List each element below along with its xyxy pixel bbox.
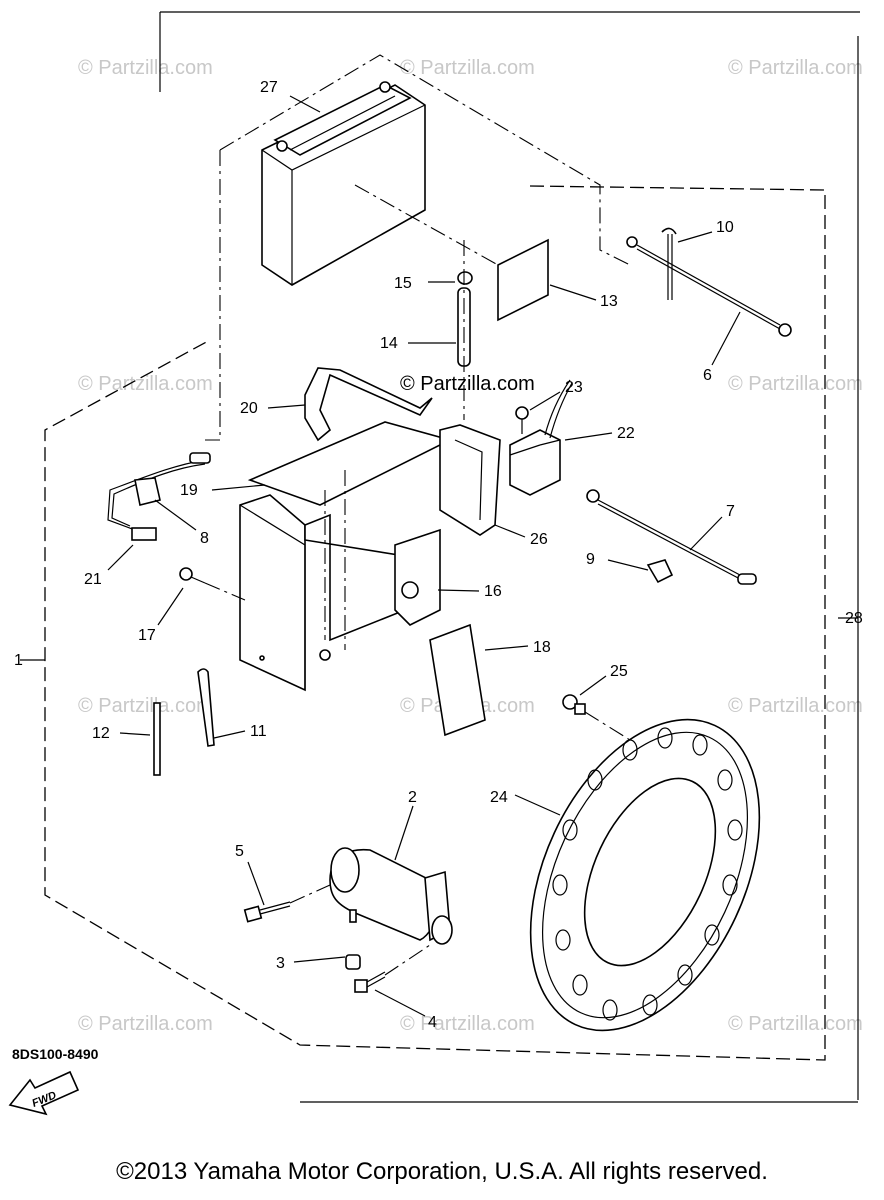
battery-sheet (247, 421, 453, 506)
callout-15: 15 (394, 275, 412, 292)
starter-bolt-long (243, 901, 291, 923)
battery-band (304, 367, 433, 442)
assembly-1-boundary (44, 185, 826, 1061)
pad-guide-line (354, 184, 499, 266)
watermark: © Partzilla.com (728, 695, 863, 717)
watermark: © Partzilla.com (400, 57, 535, 79)
callout-4: 4 (428, 1014, 437, 1031)
box-plate (429, 623, 486, 737)
callout-3: 3 (276, 955, 285, 972)
watermark: © Partzilla.com (400, 1013, 535, 1035)
watermark: © Partzilla.com (728, 373, 863, 395)
cable-holder (646, 559, 674, 584)
callout-20: 20 (240, 400, 258, 417)
callout-5: 5 (235, 843, 244, 860)
copyright-notice: ©2013 Yamaha Motor Corporation, U.S.A. A… (116, 1158, 768, 1185)
watermark: © Partzilla.com (728, 1013, 863, 1035)
callout-28: 28 (845, 610, 863, 627)
bolt-guide-line (584, 711, 631, 741)
watermark-center: © Partzilla.com (400, 373, 535, 395)
bolt-guide-line (289, 884, 331, 904)
callout-26: 26 (530, 531, 548, 548)
callout-1: 1 (14, 652, 23, 669)
battery-lead (107, 452, 211, 541)
box-bolt (179, 567, 206, 584)
figure-code: 8DS100-8490 (12, 1046, 99, 1062)
band-11 (197, 668, 215, 747)
battery-pad (497, 238, 549, 322)
assembly-28-frame (159, 11, 860, 1103)
battery-box (239, 494, 441, 692)
callout-16: 16 (484, 583, 502, 600)
battery-cable-minus (626, 236, 792, 337)
callout-25: 25 (610, 663, 628, 680)
callout-leaders (107, 95, 741, 1017)
relay-bolt (515, 406, 529, 434)
callouts: 27 15 14 13 10 6 20 23 22 19 8 26 7 9 21… (14, 79, 863, 1031)
callout-19: 19 (180, 482, 198, 499)
callout-21: 21 (84, 571, 102, 588)
callout-27: 27 (260, 79, 278, 96)
callout-6: 6 (703, 367, 712, 384)
watermark: © Partzilla.com (728, 57, 863, 79)
watermark: © Partzilla.com (78, 373, 213, 395)
bolt-guide-line (204, 582, 246, 601)
callout-12: 12 (92, 725, 110, 742)
callout-7: 7 (726, 503, 735, 520)
callout-9: 9 (586, 551, 595, 568)
starter-cable (586, 489, 757, 585)
callout-11: 11 (250, 723, 267, 740)
starter-motor (329, 847, 453, 945)
callout-17: 17 (138, 627, 156, 644)
callout-22: 22 (617, 425, 635, 442)
battery-group-outline (219, 54, 631, 266)
hose-clamp (457, 271, 473, 285)
bolt-guide-line (384, 944, 431, 976)
relay-cover (439, 424, 501, 536)
watermark: © Partzilla.com (78, 1013, 213, 1035)
band-12 (153, 702, 161, 776)
fwd-arrow-icon: FWD (8, 1070, 80, 1116)
callout-8: 8 (200, 530, 209, 547)
starter-wheel-gear (529, 718, 761, 1032)
starter-nut (345, 954, 361, 970)
starter-relay (509, 379, 573, 496)
callout-2: 2 (408, 789, 417, 806)
callout-14: 14 (380, 335, 398, 352)
watermark: © Partzilla.com (78, 695, 213, 717)
starter-bolt-short (354, 971, 386, 993)
starter-wheel-bolt (562, 694, 586, 715)
lead-holder (134, 477, 161, 506)
battery (261, 81, 426, 286)
callout-18: 18 (533, 639, 551, 656)
callout-13: 13 (600, 293, 618, 310)
battery-group-outline (205, 150, 221, 441)
callout-10: 10 (716, 219, 734, 236)
callout-23: 23 (565, 379, 583, 396)
watermark: © Partzilla.com (78, 57, 213, 79)
cable-band (661, 227, 677, 300)
callout-24: 24 (490, 789, 508, 806)
